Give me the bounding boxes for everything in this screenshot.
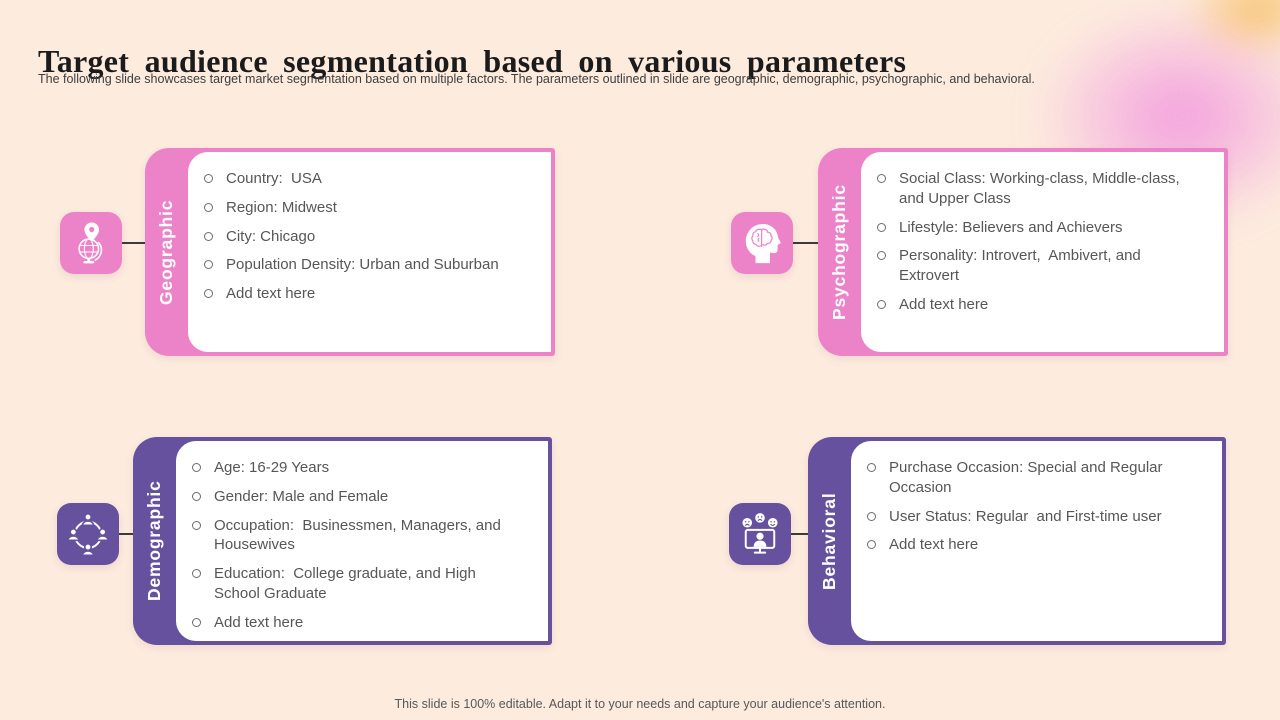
- bullet-icon: [204, 260, 213, 270]
- list-item: Personality: Introvert, Ambivert, and Ex…: [877, 246, 1194, 286]
- list-item: Social Class: Working-class, Middle-clas…: [877, 169, 1194, 209]
- behavioral-card: Behavioral Purchase Occasion: Special an…: [808, 437, 1226, 645]
- bullet-icon: [877, 174, 886, 183]
- list-item: Education: College graduate, and High Sc…: [192, 564, 518, 604]
- geographic-card: Geographic Country: USA Region: Midwest …: [145, 148, 555, 356]
- geographic-items: Country: USA Region: Midwest City: Chica…: [204, 169, 521, 304]
- demographic-card: Demographic Age: 16-29 Years Gender: Mal…: [133, 437, 552, 645]
- psychographic-card: Psychographic Social Class: Working-clas…: [818, 148, 1228, 356]
- list-item: Age: 16-29 Years: [192, 458, 518, 478]
- bullet-icon: [867, 463, 876, 472]
- list-item: Add text here: [867, 535, 1192, 555]
- list-item: City: Chicago: [204, 227, 521, 247]
- geographic-tab-label: Geographic: [156, 199, 176, 305]
- psychographic-panel: Social Class: Working-class, Middle-clas…: [861, 152, 1224, 352]
- head-brain-icon: [745, 223, 781, 264]
- bullet-icon: [204, 231, 213, 241]
- bullet-icon: [192, 569, 201, 579]
- bullet-icon: [877, 299, 886, 309]
- geographic-icon-tile: [60, 212, 122, 274]
- list-item: Add text here: [204, 284, 521, 304]
- bullet-icon: [192, 463, 201, 472]
- page-title: Target audience segmentation based on va…: [38, 43, 907, 80]
- list-item: Lifestyle: Believers and Achievers: [877, 218, 1194, 238]
- demographic-icon-tile: [57, 503, 119, 565]
- behavioral-tab-label: Behavioral: [819, 492, 839, 590]
- bullet-icon: [204, 202, 213, 212]
- behavioral-connector-line: [791, 533, 808, 535]
- list-item: Country: USA: [204, 169, 521, 189]
- list-item: Purchase Occasion: Special and Regular O…: [867, 458, 1192, 498]
- geographic-connector-line: [122, 242, 145, 244]
- behavioral-panel: Purchase Occasion: Special and Regular O…: [851, 441, 1222, 641]
- list-item: Occupation: Businessmen, Managers, and H…: [192, 516, 518, 556]
- list-item: Add text here: [877, 295, 1194, 315]
- bullet-icon: [877, 222, 886, 232]
- psychographic-connector-line: [793, 242, 818, 244]
- bullet-icon: [192, 520, 201, 530]
- bullet-icon: [867, 511, 876, 521]
- bullet-icon: [204, 289, 213, 299]
- bullet-icon: [192, 491, 201, 501]
- list-item: Population Density: Urban and Suburban: [204, 255, 521, 275]
- psychographic-icon-tile: [731, 212, 793, 274]
- demographic-connector-line: [119, 533, 133, 535]
- psychographic-tab-label: Psychographic: [829, 184, 849, 320]
- list-item: Region: Midwest: [204, 198, 521, 218]
- footer-note: This slide is 100% editable. Adapt it to…: [394, 697, 886, 711]
- bullet-icon: [877, 251, 886, 261]
- bullet-icon: [204, 174, 213, 183]
- demographic-panel: Age: 16-29 Years Gender: Male and Female…: [176, 441, 548, 641]
- behavioral-icon-tile: [729, 503, 791, 565]
- bullet-icon: [867, 540, 876, 550]
- behavioral-items: Purchase Occasion: Special and Regular O…: [867, 458, 1192, 555]
- geographic-panel: Country: USA Region: Midwest City: Chica…: [188, 152, 551, 352]
- list-item: Gender: Male and Female: [192, 487, 518, 507]
- people-network-icon: [66, 512, 110, 557]
- globe-location-icon: [78, 222, 103, 264]
- monitor-emotions-icon: [742, 513, 778, 554]
- demographic-items: Age: 16-29 Years Gender: Male and Female…: [192, 458, 518, 633]
- demographic-tab-label: Demographic: [144, 480, 164, 602]
- bullet-icon: [192, 617, 201, 627]
- list-item: User Status: Regular and First-time user: [867, 507, 1192, 527]
- psychographic-items: Social Class: Working-class, Middle-clas…: [877, 169, 1194, 315]
- subtitle: The following slide showcases target mar…: [38, 72, 1035, 86]
- list-item: Add text here: [192, 613, 518, 633]
